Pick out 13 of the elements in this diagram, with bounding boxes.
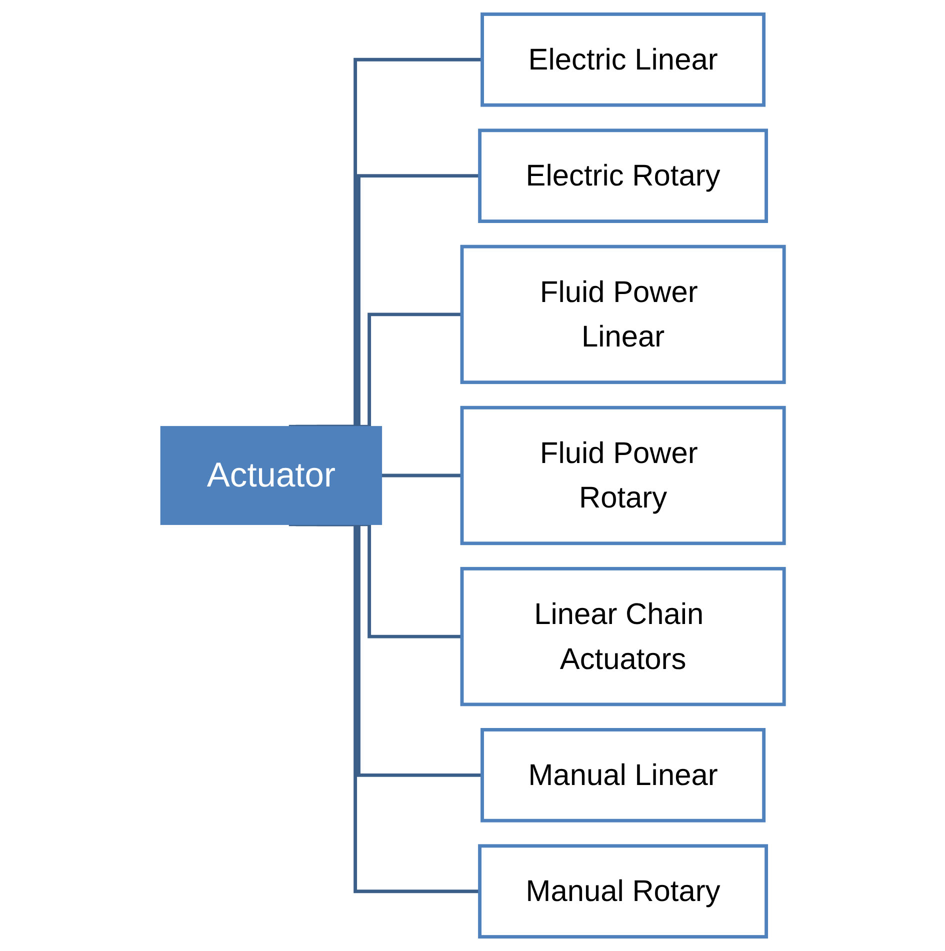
node-box: Electric Linear — [480, 12, 766, 107]
node-box: Manual Linear — [480, 728, 766, 822]
node-box: Electric Rotary — [478, 128, 768, 223]
connector — [296, 174, 480, 428]
node-box: Fluid Power Rotary — [460, 406, 786, 546]
connector — [316, 312, 462, 428]
connector — [381, 474, 462, 478]
node-box: Actuator — [160, 426, 382, 525]
connector — [288, 58, 482, 428]
connector — [288, 522, 480, 894]
node-box: Manual Rotary — [478, 844, 768, 939]
node-box: Linear Chain Actuators — [460, 566, 786, 706]
node-box: Fluid Power Linear — [460, 244, 786, 384]
